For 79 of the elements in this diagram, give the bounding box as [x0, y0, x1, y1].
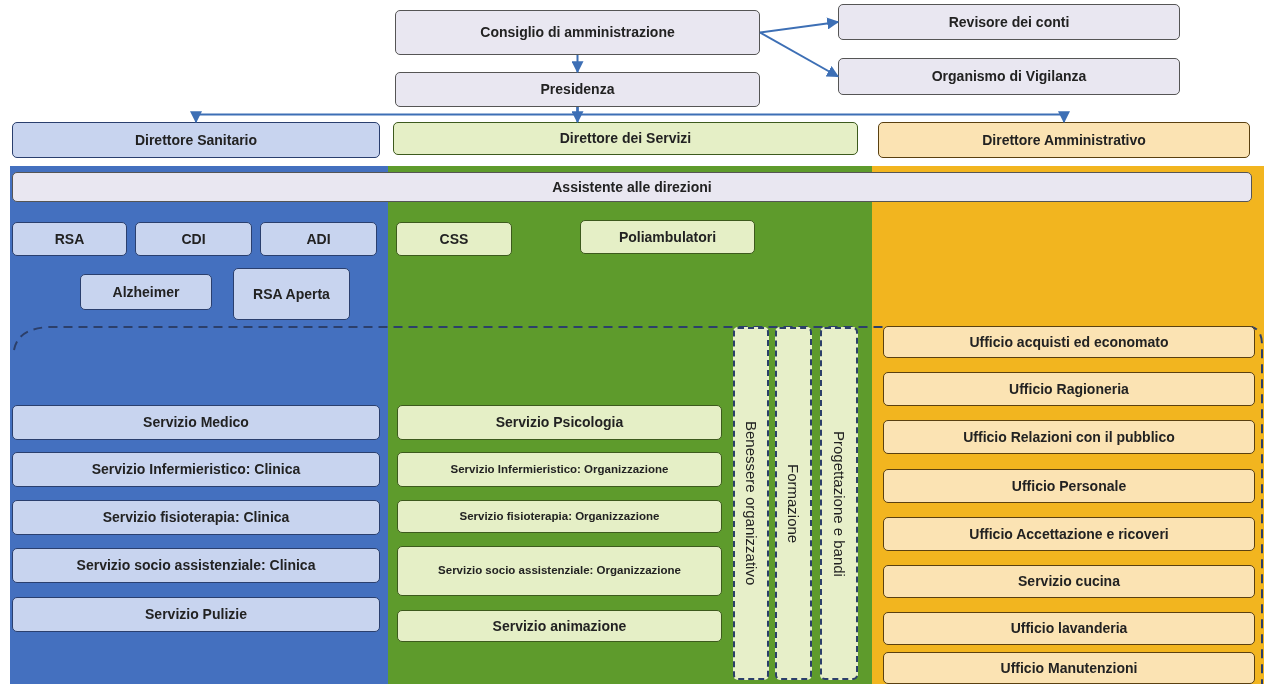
org-box — [878, 122, 1250, 158]
box-label: Servizio cucina — [1017, 573, 1121, 590]
org-box — [12, 122, 380, 158]
org-box — [883, 565, 1255, 598]
org-box — [883, 469, 1255, 503]
box-label: Servizio Infermieristico: Clinica — [90, 461, 302, 478]
box-label: Servizio fisioterapia: Clinica — [101, 509, 291, 526]
org-box — [883, 612, 1255, 645]
box-label: CSS — [438, 230, 470, 248]
org-box — [12, 405, 380, 440]
column-panel — [388, 166, 872, 684]
org-box — [12, 222, 127, 256]
box-label: Assistente alle direzioni — [551, 178, 713, 196]
org-box — [393, 122, 858, 155]
vertical-band — [733, 327, 769, 680]
org-box — [12, 452, 380, 487]
box-label: Alzheimer — [111, 283, 181, 301]
box-label: Servizio Infermieristico: Organizzazione — [449, 462, 670, 477]
org-box — [883, 326, 1255, 358]
column-panel — [10, 166, 388, 684]
org-box — [883, 372, 1255, 406]
org-box — [135, 222, 252, 256]
box-label: Servizio Medico — [142, 414, 250, 431]
box-label: Organismo di Vigilanza — [930, 68, 1088, 85]
org-box — [883, 420, 1255, 454]
box-label: Ufficio Accettazione e ricoveri — [968, 525, 1170, 543]
arrow — [759, 31, 840, 78]
box-label: CDI — [180, 230, 207, 248]
box-label: Ufficio lavanderia — [1009, 620, 1129, 637]
org-box — [397, 405, 722, 440]
box-label: Direttore dei Servizi — [558, 130, 693, 147]
org-box — [397, 546, 722, 596]
org-box — [396, 222, 512, 256]
org-box — [80, 274, 212, 310]
org-box — [395, 72, 760, 107]
column-panel — [872, 166, 1264, 684]
org-box — [12, 597, 380, 632]
box-label: Revisore dei conti — [947, 13, 1071, 31]
box-label: Ufficio Personale — [1010, 477, 1128, 495]
arrow — [571, 54, 584, 74]
vertical-band — [820, 327, 858, 680]
arrow — [576, 106, 1070, 124]
org-box — [260, 222, 377, 256]
org-box — [12, 548, 380, 583]
box-label: Ufficio Ragioneria — [1008, 380, 1130, 398]
box-label: Ufficio Relazioni con il pubblico — [962, 428, 1176, 446]
org-box — [397, 452, 722, 487]
arrow — [759, 17, 840, 34]
box-label: Progettazione e bandi — [829, 430, 849, 577]
box-label: Servizio socio assistenziale: Clinica — [75, 557, 317, 574]
box-label: Poliambulatori — [617, 228, 718, 246]
box-label: Benessere organizzativo — [741, 421, 761, 586]
box-label: Servizio Psicologia — [494, 414, 625, 431]
box-label: Consiglio di amministrazione — [479, 24, 676, 41]
org-box — [580, 220, 755, 254]
box-label: Direttore Sanitario — [133, 131, 259, 149]
box-label: Ufficio acquisti ed economato — [968, 333, 1170, 351]
box-label: Formazione — [784, 463, 804, 544]
org-box — [395, 10, 760, 55]
org-box — [233, 268, 350, 320]
org-box — [397, 610, 722, 642]
org-box — [883, 652, 1255, 684]
org-box — [12, 500, 380, 535]
box-label: RSA — [53, 230, 86, 248]
box-label: ADI — [305, 230, 332, 248]
org-box — [12, 172, 1252, 202]
box-label: Servizio animazione — [491, 617, 628, 635]
org-box — [883, 517, 1255, 551]
box-label: RSA Aperta — [252, 285, 331, 303]
org-box — [838, 4, 1180, 40]
org-box — [838, 58, 1180, 95]
vertical-band — [775, 327, 812, 680]
box-label: Servizio Pulizie — [144, 606, 248, 623]
box-label: Direttore Amministrativo — [981, 131, 1147, 149]
box-label: Servizio socio assistenziale: Organizzazione — [437, 564, 682, 578]
box-label: Ufficio Manutenzioni — [999, 659, 1139, 677]
org-box — [397, 500, 722, 533]
box-label: Presidenza — [539, 81, 616, 98]
box-label: Servizio fisioterapia: Organizzazione — [458, 509, 661, 524]
